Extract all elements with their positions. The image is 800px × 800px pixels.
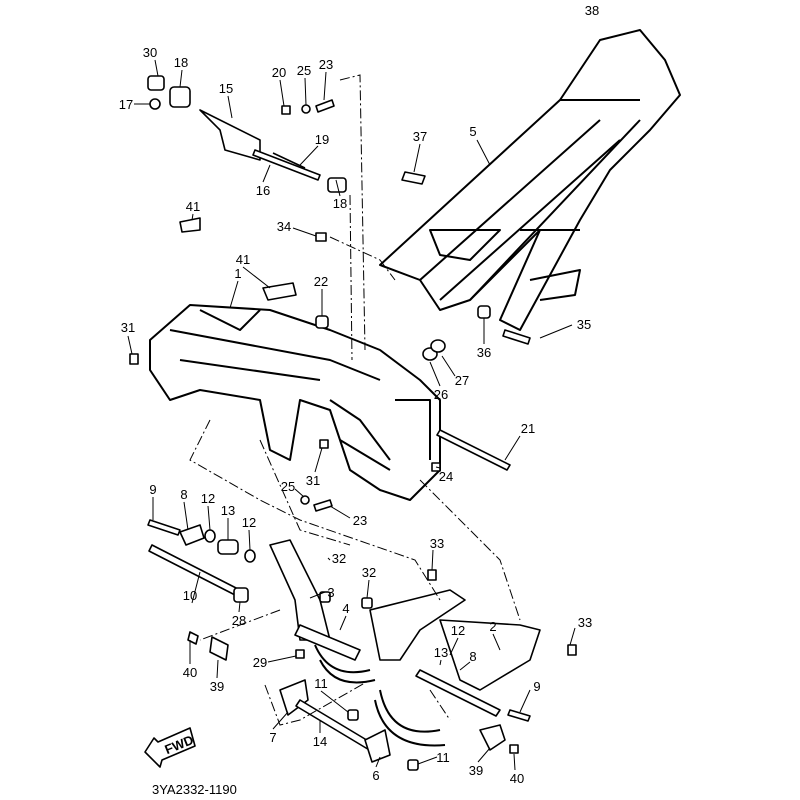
callout: 21	[521, 421, 535, 436]
callout: 39	[210, 679, 224, 694]
fwd-arrow-icon: FWD	[144, 727, 196, 768]
callout: 27	[455, 373, 469, 388]
callout: 37	[413, 129, 427, 144]
callout: 36	[477, 345, 491, 360]
callout: 18	[174, 55, 188, 70]
callout: 23	[353, 513, 367, 528]
callout: 23	[319, 57, 333, 72]
callout: 31	[121, 320, 135, 335]
callout: 26	[434, 387, 448, 402]
callout: 12	[451, 623, 465, 638]
callout: 6	[372, 768, 379, 783]
callout: 38	[585, 3, 599, 18]
callout: 8	[469, 649, 476, 664]
callout: 14	[313, 734, 327, 749]
callout: 32	[362, 565, 376, 580]
callout: 28	[232, 613, 246, 628]
callout: 13	[434, 645, 448, 660]
callout: 13	[221, 503, 235, 518]
callout: 16	[256, 183, 270, 198]
callout: 24	[439, 469, 453, 484]
callout: 12	[201, 491, 215, 506]
callout: 40	[510, 771, 524, 786]
callout: 1	[234, 266, 241, 281]
callout: 41	[186, 199, 200, 214]
callout: 33	[430, 536, 444, 551]
callout: 32	[332, 551, 346, 566]
callout: 25	[297, 63, 311, 78]
engine-mount-parts	[147, 519, 577, 771]
callout: 8	[180, 487, 187, 502]
callout: 15	[219, 81, 233, 96]
callout: 11	[436, 750, 450, 765]
callout: 19	[315, 132, 329, 147]
callout: 29	[253, 655, 267, 670]
callout: 25	[281, 479, 295, 494]
callout: 30	[143, 45, 157, 60]
callout: 9	[533, 679, 540, 694]
callout: 41	[236, 252, 250, 267]
main-frame-part-1	[149, 304, 441, 501]
callout: 10	[183, 588, 197, 603]
callout: 17	[119, 97, 133, 112]
leader-lines	[127, 59, 576, 771]
callout: 9	[149, 482, 156, 497]
drawing-code: 3YA2332-1190	[152, 782, 237, 797]
callout: 18	[333, 196, 347, 211]
rear-frame-part-5	[379, 29, 681, 331]
callout-labels: 38 30 18 20 25 23 17 15 19 16 18 37 5 41…	[119, 3, 599, 786]
callout: 2	[489, 619, 496, 634]
callout: 33	[578, 615, 592, 630]
callout: 22	[314, 274, 328, 289]
callout: 12	[242, 515, 256, 530]
callout: 34	[277, 219, 291, 234]
callout: 4	[342, 601, 349, 616]
callout: 40	[183, 665, 197, 680]
callout: 5	[469, 124, 476, 139]
callout: 20	[272, 65, 286, 80]
callout: 31	[306, 473, 320, 488]
callout: 7	[269, 730, 276, 745]
callout: 35	[577, 317, 591, 332]
callout: 11	[314, 676, 328, 691]
callout: 3	[327, 585, 334, 600]
small-parts	[129, 75, 531, 512]
callout: 39	[469, 763, 483, 778]
